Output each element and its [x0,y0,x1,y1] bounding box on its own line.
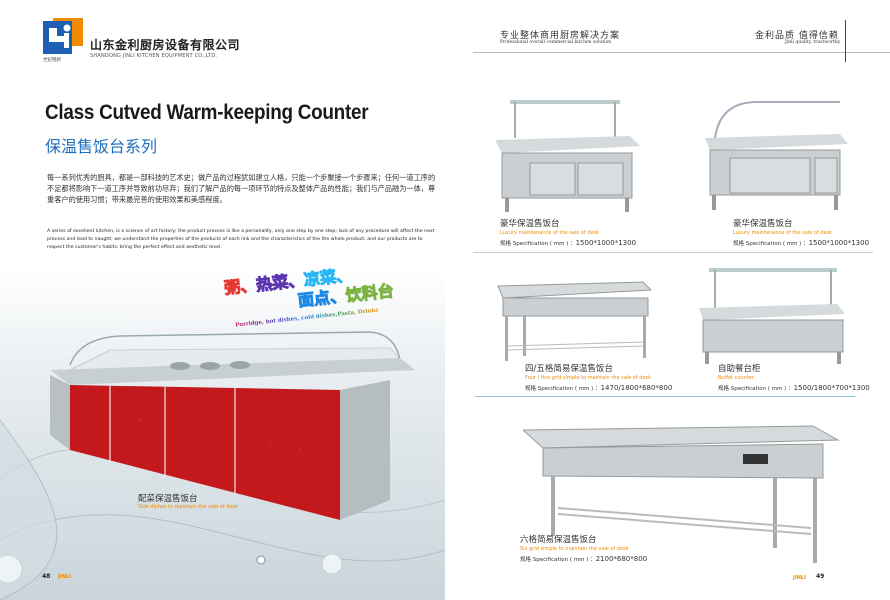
page-subtitle: 保温售饭台系列 [45,137,158,156]
product-5-name-cn: 六格简易保温售饭台 [520,535,597,545]
product-5-name-en: Six grid simple to maintain the sale of … [520,546,629,552]
intro-paragraph-cn: 每一系列优秀的厨具，都是一部科技的艺术史；做产品的过程犹如建立人格，只能一个步聚… [47,173,436,204]
product-image-4 [699,268,845,364]
product-3-spec: 规格 Specification ( mm ) ：1470/1800*680*8… [525,384,673,392]
product-image-3 [497,281,653,361]
header-left-cn: 专业整体商用厨房解决方案 [500,31,621,41]
product-5-spec: 规格 Specification ( mm ) ：2100*680*800 [520,555,648,563]
product-image-2 [705,101,848,210]
product-2-name-cn: 豪华保温售饭台 [733,219,793,229]
main-product-name-cn: 配菜保温售饭台 [138,494,198,504]
header-left-en: Professional overall commercial kitchen … [500,40,612,45]
main-counter-image [50,331,415,520]
page-title: Class Cutved Warm-keeping Counter [45,101,369,124]
right-page: 专业整体商用厨房解决方案 Professional overall commer… [445,0,890,600]
brand-right: JINLI [793,575,806,581]
product-4-spec: 规格 Specification ( mm ) ：1500/1800*700*1… [718,384,870,392]
product-3-name-cn: 四/五格简易保温售饭台 [525,364,613,374]
header-right-cn: 金利品质 值得信赖 [755,31,839,41]
left-page: 世纪锦厨 山东金利厨房设备有限公司 SHANDONG JINLI KITCHEN… [0,0,445,600]
product-4-name-en: Buffet counter [718,375,754,381]
header-right-en: Jinli quality, trustworthy [785,40,841,45]
product-1-name-cn: 豪华保温售饭台 [500,219,560,229]
company-name-cn: 山东金利厨房设备有限公司 [90,38,241,52]
header-divider [473,52,890,53]
product-1-name-en: Luxury maintenance of the sale of desk [500,230,600,236]
background-swirl [0,419,445,600]
product-image-5 [523,425,840,563]
product-3-name-en: Four / five grid simple to maintain the … [525,375,652,381]
company-name-en: SHANDONG JINLI KITCHEN EQUIPMENT CO.,LTD… [90,53,218,59]
row-divider-1 [473,252,873,253]
header-mark [845,20,846,62]
food-porridge: 粥、 [223,275,258,298]
product-4-name-cn: 自助餐台柜 [718,364,761,374]
intro-paragraph-en: A series of excellent kitchen, is a scie… [47,229,435,250]
product-2-spec: 规格 Specification ( mm ) ：1500*1000*1300 [733,239,870,247]
brand-left: JINLI [58,574,71,580]
food-drinks: 饮料台 [344,281,395,306]
product-1-spec: 规格 Specification ( mm ) ：1500*1000*1300 [500,239,637,247]
page-number-left: 48 [42,573,51,580]
food-pasta: 面点、 [297,286,348,311]
logo-caption: 世纪锦厨 [43,58,61,63]
page-number-right: 49 [816,573,825,580]
row-divider-2 [475,396,855,397]
product-image-1 [495,100,640,212]
main-product-name-en: Side dishes to maintain the sale of desk [138,504,238,510]
company-logo [43,18,83,54]
product-2-name-en: Luxury maintenance of the sale of desk [733,230,833,236]
